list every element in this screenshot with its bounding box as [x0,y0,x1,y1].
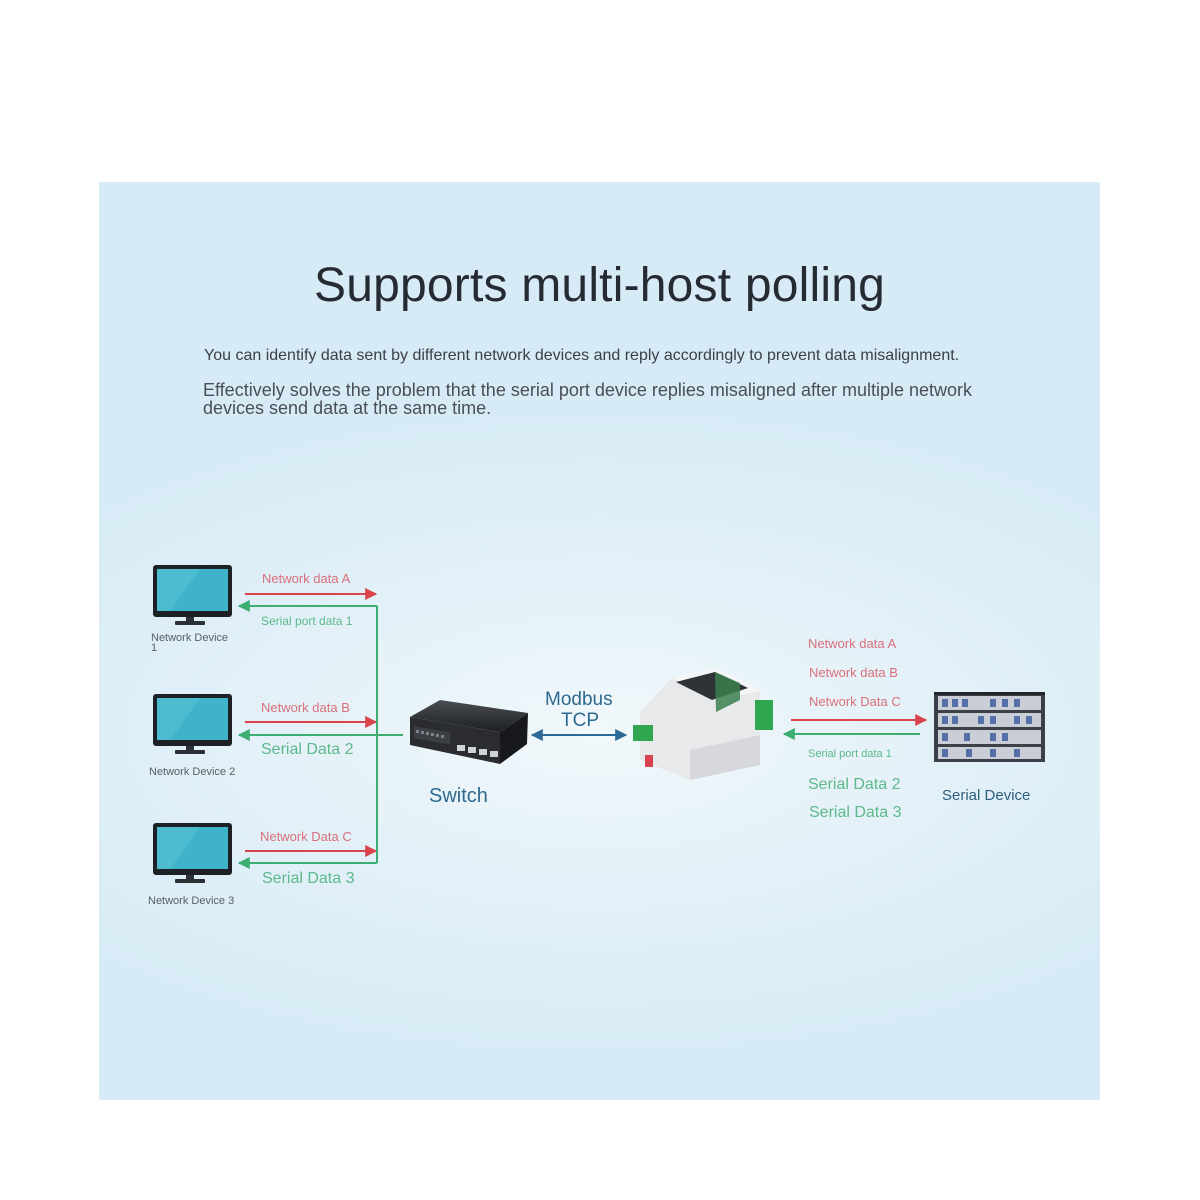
serial-device-label: Serial Device [942,787,1031,804]
network-data-label-2: Network data B [261,700,350,715]
serial-side-network-data-2: Network data B [809,665,898,680]
network-device-label-2: Network Device 2 [149,766,236,778]
network-device-label-1: Network Device 1 [151,632,229,654]
serial-data-label-3: Serial Data 3 [262,870,355,887]
page-title: Supports multi-host polling [313,259,886,312]
monitor-icon [153,565,232,625]
monitor-icon [153,694,232,754]
description-line-1: You can identify data sent by different … [204,347,960,364]
monitor-icon [153,823,232,883]
converter-icon [633,668,773,780]
serial-side-serial-data-1: Serial port data 1 [808,748,892,760]
protocol-label-1: Modbus [545,689,613,710]
diagram-panel: Supports multi-host polling You can iden… [99,182,1100,1100]
serial-data-label-2: Serial Data 2 [261,741,354,758]
network-device-label-3: Network Device 3 [148,895,235,907]
network-data-label-3: Network Data C [260,829,352,844]
description-line-2: Effectively solves the problem that the … [203,380,973,418]
serial-data-label-1: Serial port data 1 [261,614,353,628]
serial-side-network-data-1: Network data A [808,636,897,651]
protocol-label-2: TCP [561,710,599,731]
serial-side-serial-data-2: Serial Data 2 [808,776,901,793]
serial-side-serial-data-3: Serial Data 3 [809,804,902,821]
server-rack-icon [934,692,1045,762]
switch-icon [410,700,528,764]
switch-label: Switch [429,785,488,807]
serial-side-network-data-3: Network Data C [809,694,901,709]
network-data-label-1: Network data A [262,571,351,586]
